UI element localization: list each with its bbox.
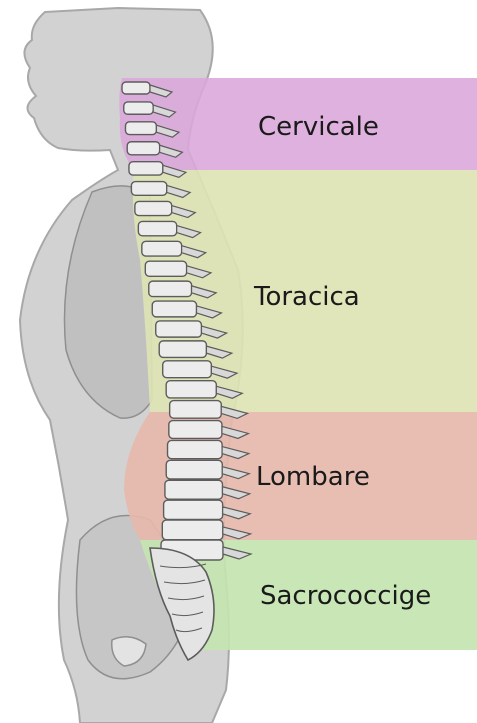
vertebra (127, 142, 159, 155)
vertebra (163, 361, 212, 378)
vertebra (125, 122, 156, 135)
label-lumbar: Lombare (256, 462, 370, 492)
vertebra (135, 201, 172, 215)
label-sacral: Sacrococcige (260, 581, 431, 611)
vertebra (165, 480, 223, 499)
vertebra (122, 82, 150, 94)
vertebra (138, 221, 176, 235)
label-thoracic: Toracica (253, 282, 360, 312)
vertebra (166, 460, 222, 479)
vertebra (124, 102, 153, 114)
vertebra (131, 182, 166, 196)
vertebra (156, 321, 202, 337)
vertebra (170, 401, 222, 419)
vertebra (162, 520, 223, 540)
vertebra (168, 440, 223, 458)
vertebra (159, 341, 206, 358)
vertebra (129, 162, 163, 175)
vertebra (152, 301, 196, 317)
vertebra (169, 421, 222, 439)
vertebra (164, 500, 223, 519)
vertebra (166, 381, 216, 398)
vertebra (149, 281, 192, 296)
vertebra (145, 261, 186, 276)
label-cervical: Cervicale (258, 112, 379, 142)
vertebra (142, 241, 182, 256)
